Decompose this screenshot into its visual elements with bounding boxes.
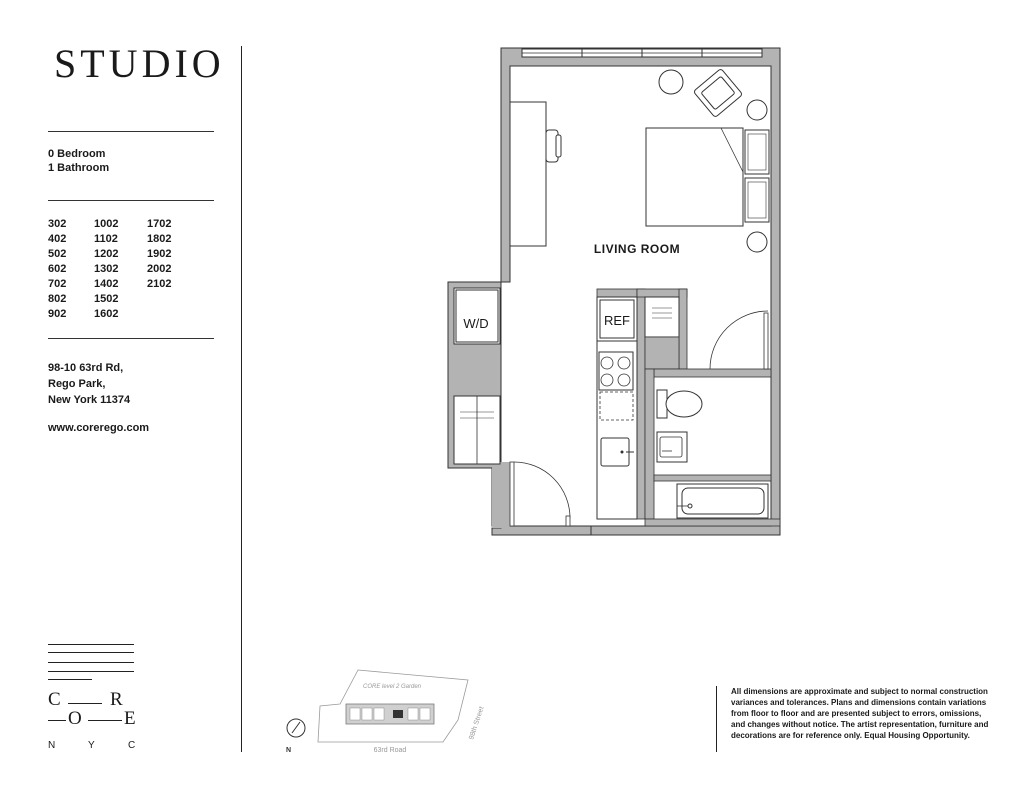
key-plan: CORE level 2 Garden 98th Street 63rd Roa…: [286, 669, 486, 754]
unit-number: 1902: [147, 248, 172, 260]
unit-number: 1102: [94, 233, 118, 245]
unit-number: 1502: [94, 293, 119, 305]
washer-dryer-label: W/D: [463, 316, 488, 331]
logo-letter: R: [110, 689, 123, 710]
unit-number: 802: [48, 293, 67, 305]
address: 98-10 63rd Rd, Rego Park, New York 11374: [48, 360, 130, 408]
unit-number: 1702: [147, 218, 172, 230]
living-room-label: LIVING ROOM: [594, 242, 680, 256]
unit-number: 402: [48, 233, 67, 245]
plan-title: STUDIO: [54, 41, 225, 86]
address-line: New York 11374: [48, 394, 131, 406]
garden-label: CORE level 2 Garden: [363, 684, 422, 690]
core-nyc-logo: C R O E N Y C: [44, 642, 144, 754]
unit-number: 1602: [94, 308, 119, 320]
unit-number: 902: [48, 308, 67, 320]
dishwasher: [599, 391, 634, 421]
logo-letter: E: [124, 708, 136, 729]
kitchen-sink: [600, 437, 630, 467]
desk: [509, 101, 547, 247]
logo-letter: Y: [88, 740, 95, 751]
bathroom-count: 1 Bathroom: [48, 162, 110, 174]
unit-number: 1002: [94, 218, 119, 230]
logo-letter: N: [48, 740, 56, 751]
unit-number: 502: [48, 248, 67, 260]
bath-door-swing: [709, 310, 769, 370]
website-link[interactable]: www.corerego.com: [48, 422, 150, 434]
side-table: [746, 99, 768, 121]
armchair: [694, 69, 742, 117]
side-table: [746, 231, 768, 253]
unit-number-list: 302 1002 1702 402 1102 1802 502 1202 1902 602 1302…: [48, 217, 197, 322]
divider: [48, 200, 214, 201]
side-table: [658, 69, 684, 95]
unit-number: 302: [48, 218, 67, 230]
room-counts: 0 Bedroom 1 Bathroom: [48, 147, 109, 175]
logo-letter: C: [48, 689, 61, 710]
refrigerator-label: REF: [604, 313, 630, 328]
unit-number: 2002: [147, 263, 172, 275]
street-label-east: 98th Street: [468, 706, 485, 741]
unit-highlight: [393, 710, 403, 718]
bed: [645, 127, 744, 227]
bedroom-count: 0 Bedroom: [48, 148, 106, 160]
north-label: N: [286, 747, 291, 754]
divider: [48, 338, 214, 339]
kitchen-wall: [596, 288, 638, 298]
unit-number: 602: [48, 263, 67, 275]
vertical-divider: [716, 686, 717, 752]
unit-number: 1402: [94, 278, 119, 290]
unit-number: 1302: [94, 263, 119, 275]
kitchen-wall: [636, 288, 646, 520]
unit-number: 2102: [147, 278, 172, 290]
address-line: Rego Park,: [48, 378, 106, 390]
unit-number: 1202: [94, 248, 119, 260]
address-line: 98-10 63rd Rd,: [48, 362, 124, 374]
divider: [48, 131, 214, 132]
toilet-bowl: [665, 390, 703, 418]
logo-letter: C: [128, 740, 136, 751]
disclaimer: All dimensions are approximate and subje…: [731, 687, 989, 740]
street-label-south: 63rd Road: [374, 747, 407, 754]
unit-number: 1802: [147, 233, 172, 245]
vertical-divider: [241, 46, 242, 752]
north-arrow-icon: [286, 718, 306, 738]
unit-number: 702: [48, 278, 67, 290]
entry-door-swing: [513, 461, 571, 519]
closet: [644, 296, 680, 338]
logo-letter: O: [68, 708, 82, 729]
